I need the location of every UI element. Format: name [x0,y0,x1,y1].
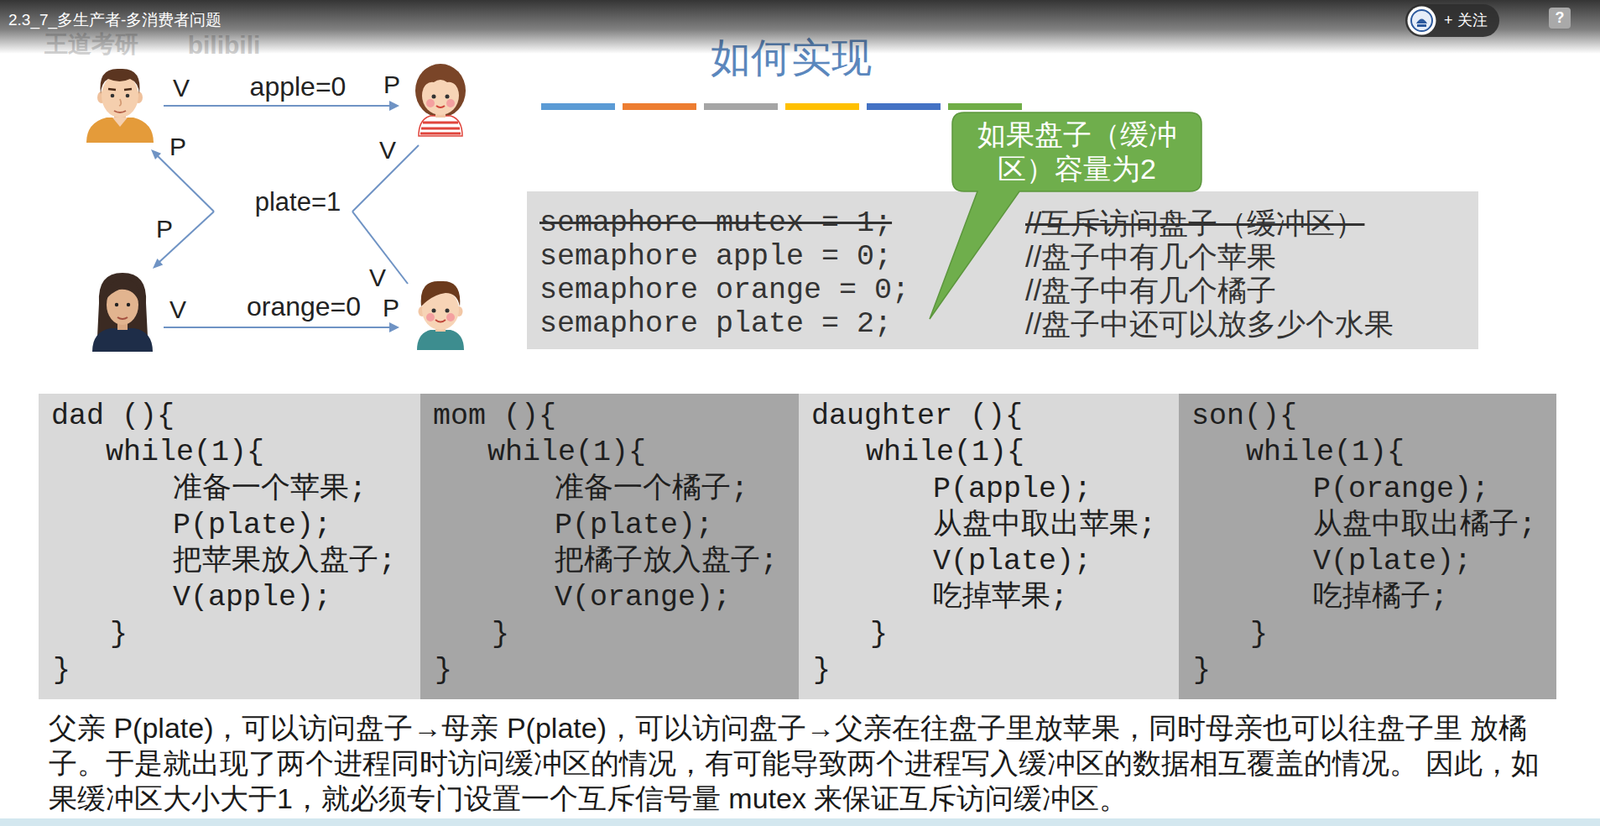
color-segment [866,103,941,110]
color-segment [948,103,1022,110]
daughter-figure [415,63,466,136]
code-line: while(1){ [1245,434,1405,471]
code-line: P(apple); [932,471,1092,508]
code-line: dad (){ [51,398,175,435]
code-line: 准备一个苹果; [172,471,367,508]
code-line: semaphore plate = 2; [539,307,1026,341]
code-line: V(apple); [172,579,332,616]
code-line: V(orange); [554,579,731,616]
semaphore-op: V [379,135,397,164]
semaphore-op: V [172,73,190,102]
color-segment [703,103,778,110]
progress-bar [0,818,1600,826]
explanation-text: 父亲 P(plate)，可以访问盘子→母亲 P(plate)，可以访问盘子→父亲… [48,709,1568,816]
semaphore-op: P [383,70,401,99]
code-line: daughter (){ [811,398,1023,435]
mom-figure [92,272,153,352]
code-line: } [491,616,510,653]
button-text: + 关注 [1405,4,1500,37]
code-line: } [109,616,128,653]
code-line: while(1){ [105,434,265,471]
dad-figure [86,68,154,143]
color-segment [622,103,697,110]
code-line: mom (){ [432,398,557,435]
code-row: semaphore orange = 0;//盘子中有几个橘子 [526,273,1479,308]
code-line: 吃掉橘子; [1313,579,1449,616]
semaphore-name: orange=0 [246,291,361,322]
code-line: } [870,616,888,653]
code-line: 吃掉苹果; [932,579,1069,616]
video-title: 2.3_7_多生产者-多消费者问题 [0,0,1600,32]
help-mark: ? [1548,7,1571,29]
code-line: while(1){ [487,434,647,471]
channel-logo [1407,5,1437,36]
code-row: semaphore apple = 0;//盘子中有几个苹果 [526,239,1479,274]
code-row: semaphore plate = 2;//盘子中还可以放多少个水果 [526,307,1479,341]
callout-text: 如果盘子（缓冲 区）容量为2 [952,112,1202,192]
semaphore-op: P [169,132,187,161]
code-column: dad (){while(1){准备一个苹果;P(plate);把苹果放入盘子;… [38,393,421,699]
code-column: son(){while(1){P(orange);从盘中取出橘子;V(plate… [1178,393,1557,699]
code-line: 从盘中取出橘子; [1313,507,1537,544]
code-line: } [52,652,71,689]
arrowheads [151,100,400,333]
son-figure [416,281,464,350]
code-line: } [1193,652,1211,689]
code-line: } [813,652,831,689]
code-column: mom (){while(1){准备一个橘子;P(plate);把橘子放入盘子;… [420,393,799,699]
code-column: daughter (){while(1){P(apple);从盘中取出苹果;V(… [798,393,1179,699]
semaphore-name: apple=0 [250,72,347,102]
code-line: 从盘中取出苹果; [932,507,1157,544]
code-comment: //盘子中还可以放多少个水果 [1025,307,1394,341]
code-line: P(plate); [172,507,332,544]
semaphore-op: V [369,263,386,292]
code-line: 准备一个橘子; [554,471,749,508]
callout-bubble: 如果盘子（缓冲 区）容量为2 [952,112,1202,192]
code-line: semaphore mutex = 1; [539,206,1026,240]
code-line: while(1){ [865,434,1025,471]
code-comment: //盘子中有几个橘子 [1025,273,1277,308]
color-bar [541,103,1028,110]
code-line: } [1250,616,1268,653]
semaphore-op: V [169,295,187,324]
follow-button: + 关注 [1405,4,1500,37]
code-comment: //互斥访问盘子（缓冲区） [1025,206,1365,240]
help-icon: ? [1548,7,1571,29]
code-line: } [434,652,453,689]
semaphore-name: plate=1 [255,187,342,217]
semaphore-arrows [156,105,419,328]
code-line: 把橘子放入盘子; [554,543,778,580]
code-line: 把苹果放入盘子; [172,543,397,580]
code-line: V(plate); [1313,543,1472,580]
semaphore-op: P [382,293,400,322]
code-line: P(orange); [1313,471,1490,508]
color-segment [785,103,860,110]
code-line: P(plate); [554,507,714,544]
semaphore-op: P [156,214,173,243]
code-line: son(){ [1191,398,1298,435]
color-segment [541,103,615,110]
code-comment: //盘子中有几个苹果 [1025,239,1277,274]
code-line: V(plate); [932,543,1092,580]
video-title-bar: 2.3_7_多生产者-多消费者问题 [0,0,1600,54]
